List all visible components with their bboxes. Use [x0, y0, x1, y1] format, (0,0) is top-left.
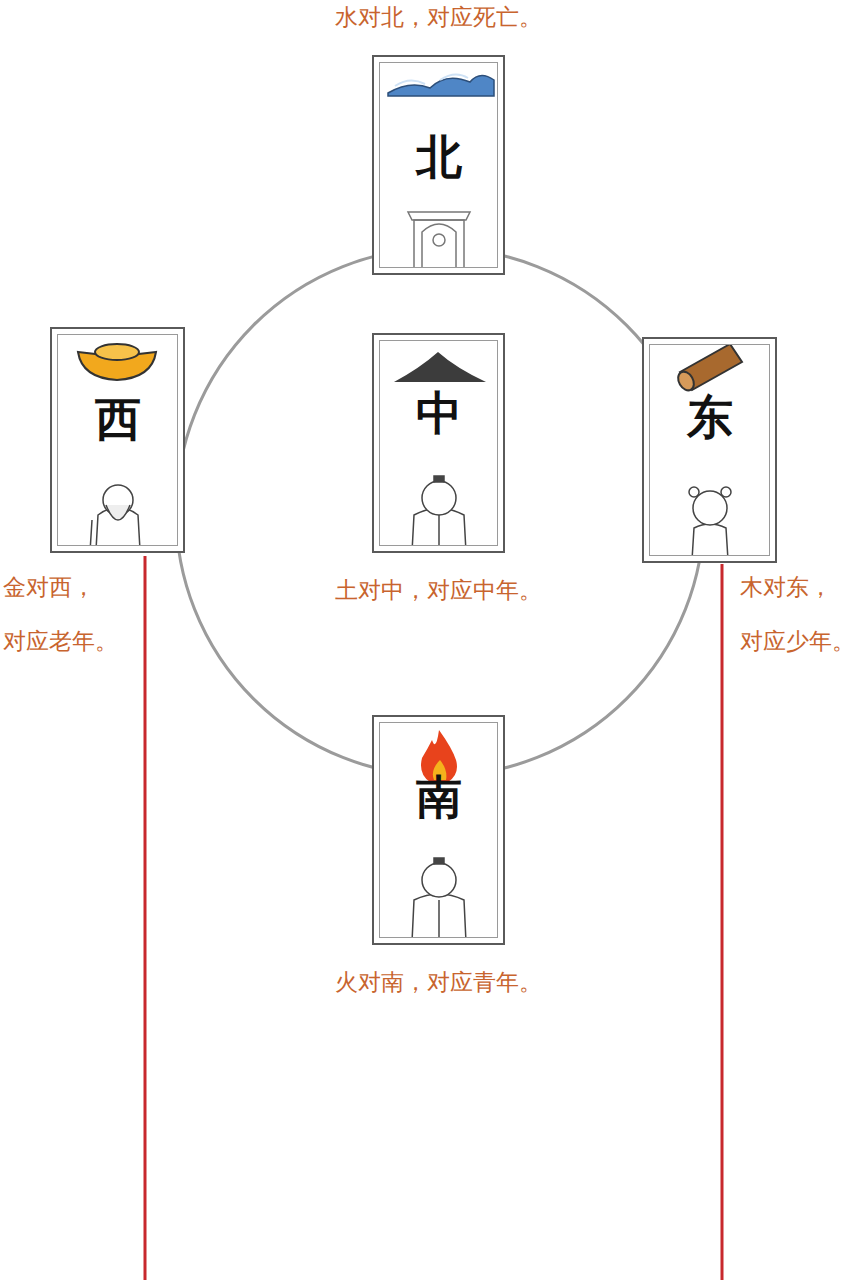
east-card: 东	[642, 337, 777, 563]
water-icon	[388, 74, 494, 96]
direction-glyph: 南	[374, 774, 503, 820]
middle-aged-figure	[412, 476, 466, 552]
soil-icon	[394, 352, 486, 382]
south-card: 南	[372, 715, 505, 945]
wood-icon	[675, 344, 742, 393]
direction-glyph: 东	[644, 394, 775, 440]
direction-glyph: 西	[52, 396, 183, 442]
caption: 木对东， 对应少年。	[740, 560, 860, 668]
north-card: 北	[372, 55, 505, 275]
caption: 火对南，对应青年。	[335, 969, 542, 997]
old-man-figure	[90, 485, 140, 552]
caption: 土对中，对应中年。	[335, 577, 542, 605]
caption: 金对西， 对应老年。	[3, 560, 125, 668]
direction-glyph: 中	[374, 390, 503, 436]
card-ground	[372, 55, 505, 275]
card-ground	[372, 333, 505, 553]
red-line	[144, 556, 147, 1280]
cycle-circle	[176, 248, 704, 776]
young-man-figure	[412, 858, 466, 942]
child-figure	[689, 487, 731, 560]
card-ground	[372, 715, 505, 945]
red-line	[721, 564, 724, 1280]
center-card: 中	[372, 333, 505, 553]
shrine-icon	[404, 212, 474, 272]
west-card: 西	[50, 327, 185, 553]
direction-glyph: 北	[374, 134, 503, 180]
caption: 水对北，对应死亡。	[335, 4, 542, 32]
gold-ingot-icon	[78, 344, 156, 380]
card-ground	[50, 327, 185, 553]
card-ground	[642, 337, 777, 563]
